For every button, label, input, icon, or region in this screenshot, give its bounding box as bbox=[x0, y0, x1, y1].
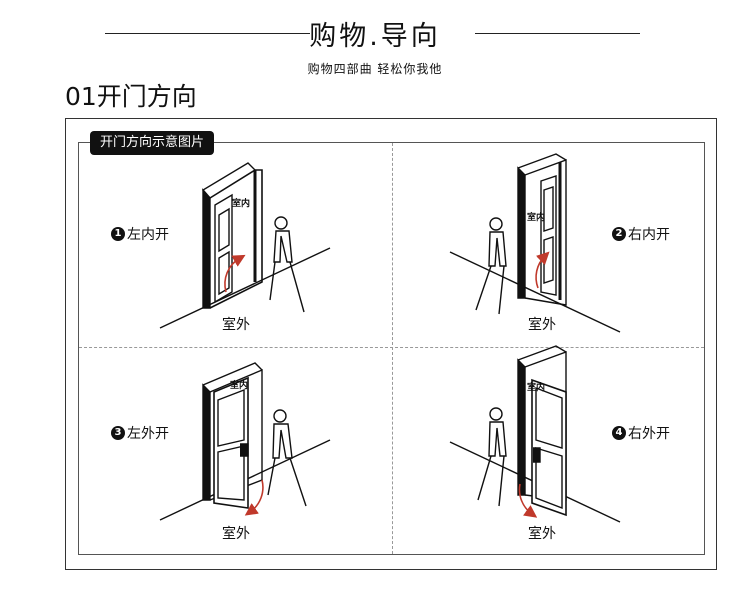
panel-2-label-text: 右内开 bbox=[628, 227, 670, 243]
indoor-label-4: 室内 bbox=[527, 383, 546, 393]
header-rule-right bbox=[475, 33, 640, 34]
panel-3-label-text: 左外开 bbox=[127, 426, 169, 442]
number-badge: 4 bbox=[612, 426, 626, 440]
indoor-label-1: 室内 bbox=[232, 199, 251, 209]
panel-3-label: 3 左外开 bbox=[111, 423, 169, 443]
outside-label-2: 室外 bbox=[528, 317, 556, 333]
header-rule-left bbox=[105, 33, 310, 34]
indoor-label-3: 室内 bbox=[230, 381, 249, 391]
indoor-label-2: 室内 bbox=[527, 213, 546, 223]
diagram-tag: 开门方向示意图片 bbox=[90, 131, 215, 155]
outer-frame bbox=[65, 118, 717, 570]
panel-2-scene bbox=[449, 153, 621, 333]
panel-2-label: 2 右内开 bbox=[612, 224, 670, 244]
outside-label-3: 室外 bbox=[222, 526, 250, 542]
panel-4-label: 4 右外开 bbox=[612, 423, 670, 443]
outside-label-1: 室外 bbox=[222, 317, 250, 333]
header-title: 购物.导向 bbox=[309, 21, 441, 52]
number-badge: 1 bbox=[111, 227, 125, 241]
outside-label-4: 室外 bbox=[528, 526, 556, 542]
inner-frame bbox=[78, 142, 705, 555]
panel-1-label-text: 左内开 bbox=[127, 227, 169, 243]
section-title: 01开门方向 bbox=[65, 82, 197, 111]
vertical-divider bbox=[392, 143, 393, 554]
panel-4-label-text: 右外开 bbox=[628, 426, 670, 442]
header-subtitle: 购物四部曲 轻松你我他 bbox=[307, 62, 443, 76]
panel-3-scene bbox=[159, 362, 331, 521]
panel-1-label: 1 左内开 bbox=[111, 224, 169, 244]
panel-1-scene bbox=[159, 162, 331, 329]
horizontal-divider bbox=[79, 347, 704, 348]
panel-4-scene bbox=[449, 345, 621, 523]
number-badge: 3 bbox=[111, 426, 125, 440]
number-badge: 2 bbox=[612, 227, 626, 241]
